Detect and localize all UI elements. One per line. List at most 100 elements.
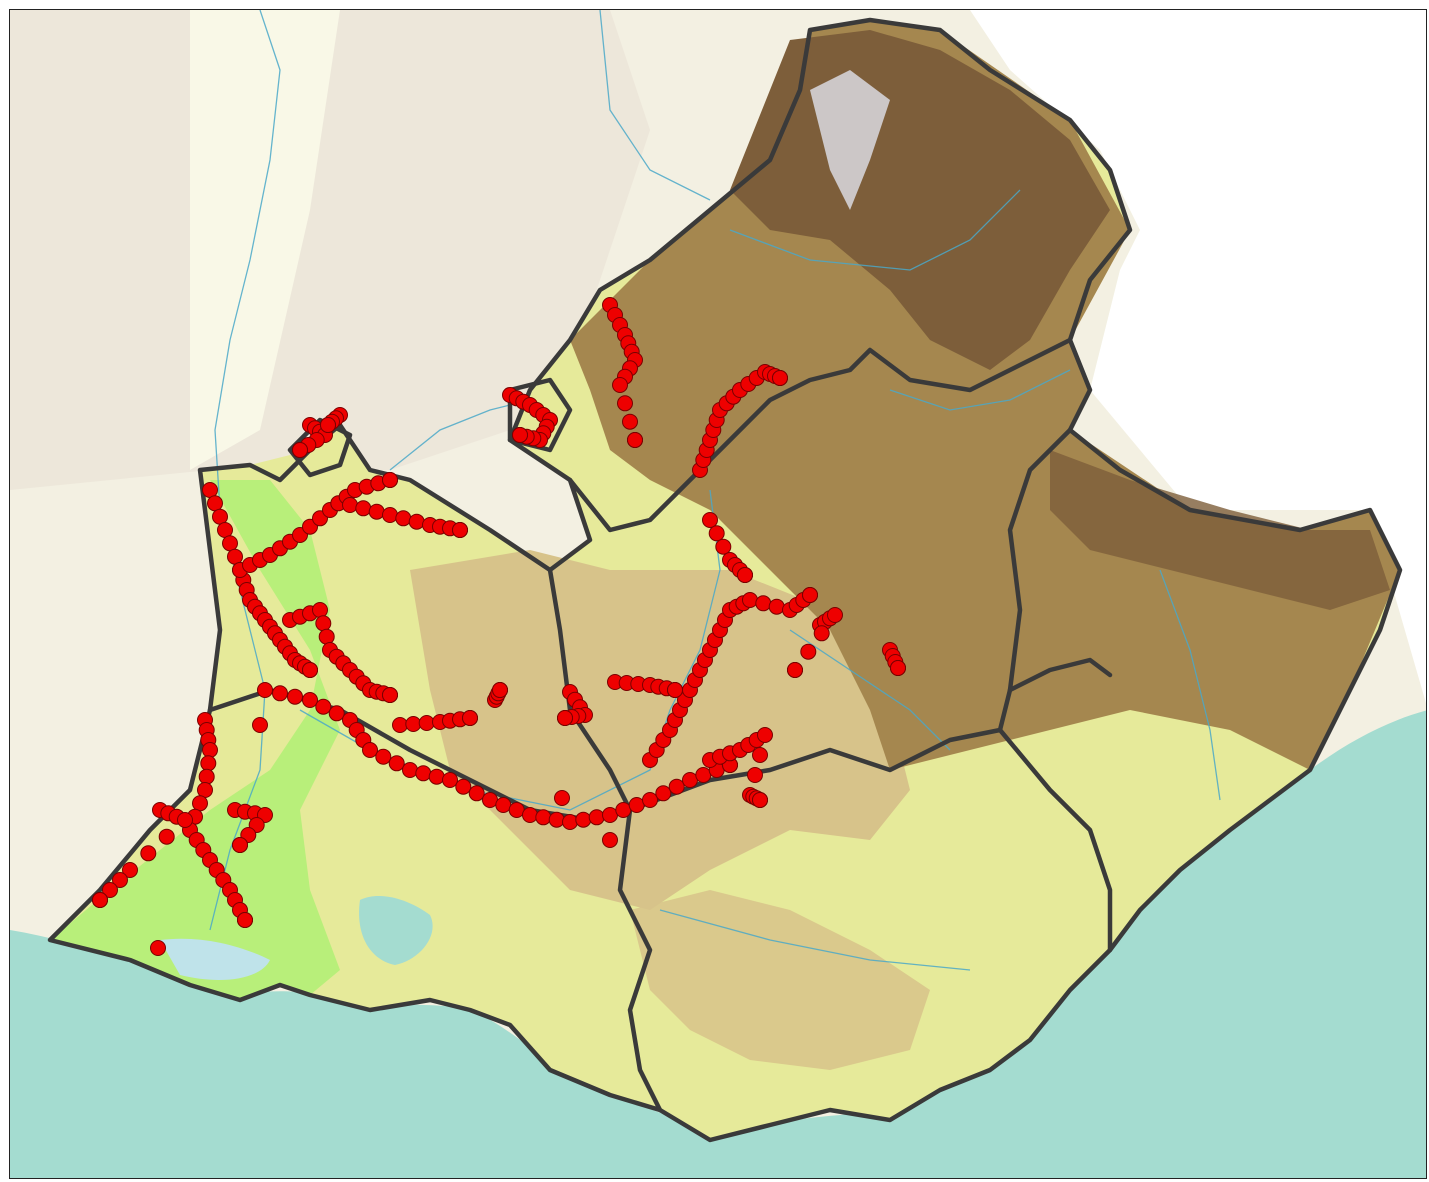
occurrence-point[interactable]: [827, 607, 843, 623]
occurrence-point[interactable]: [752, 747, 768, 763]
occurrence-point[interactable]: [575, 811, 592, 828]
occurrence-point[interactable]: [122, 862, 138, 878]
occurrence-point[interactable]: [452, 522, 468, 538]
occurrence-point[interactable]: [622, 413, 638, 430]
occurrence-point[interactable]: [602, 832, 618, 848]
occurrence-point[interactable]: [752, 792, 768, 808]
occurrence-point[interactable]: [202, 482, 218, 498]
occurrence-point[interactable]: [318, 628, 335, 645]
occurrence-point[interactable]: [200, 755, 217, 772]
occurrence-point[interactable]: [92, 892, 108, 908]
occurrence-point[interactable]: [455, 778, 472, 795]
occurrence-point[interactable]: [150, 940, 166, 956]
occurrence-point[interactable]: [272, 685, 288, 702]
occurrence-point[interactable]: [890, 660, 906, 676]
occurrence-point[interactable]: [612, 377, 628, 393]
occurrence-point[interactable]: [315, 615, 332, 632]
occurrence-point[interactable]: [402, 762, 418, 778]
occurrence-point[interactable]: [737, 567, 753, 583]
occurrence-point[interactable]: [418, 715, 435, 731]
occurrence-point[interactable]: [602, 807, 618, 823]
occurrence-point[interactable]: [192, 795, 208, 812]
occurrence-point[interactable]: [158, 828, 175, 845]
occurrence-point[interactable]: [405, 716, 422, 732]
occurrence-point[interactable]: [742, 592, 758, 608]
occurrence-point[interactable]: [492, 682, 508, 698]
occurrence-point[interactable]: [468, 785, 485, 802]
occurrence-point[interactable]: [292, 442, 308, 458]
occurrence-point[interactable]: [772, 370, 788, 386]
occurrence-point[interactable]: [328, 705, 345, 722]
occurrence-point[interactable]: [702, 512, 718, 528]
occurrence-point[interactable]: [252, 717, 268, 733]
occurrence-point[interactable]: [482, 792, 498, 808]
occurrence-point[interactable]: [368, 503, 385, 520]
occurrence-point[interactable]: [768, 598, 785, 615]
occurrence-point[interactable]: [588, 809, 605, 826]
map-frame[interactable]: [9, 9, 1427, 1179]
occurrence-point[interactable]: [392, 717, 408, 733]
occurrence-point[interactable]: [232, 837, 248, 853]
occurrence-point[interactable]: [217, 522, 233, 538]
occurrence-point[interactable]: [512, 427, 528, 443]
occurrence-point[interactable]: [222, 535, 238, 552]
occurrence-point[interactable]: [642, 792, 658, 808]
occurrence-point[interactable]: [554, 790, 570, 806]
occurrence-point[interactable]: [362, 742, 378, 758]
occurrence-point[interactable]: [237, 912, 253, 928]
occurrence-point[interactable]: [813, 625, 830, 642]
occurrence-point[interactable]: [562, 814, 578, 830]
occurrence-point[interactable]: [140, 845, 157, 862]
occurrence-point[interactable]: [382, 687, 398, 703]
occurrence-point[interactable]: [802, 587, 818, 603]
occurrence-point[interactable]: [495, 797, 512, 813]
occurrence-point[interactable]: [757, 727, 773, 743]
occurrence-point[interactable]: [302, 662, 318, 678]
occurrence-point[interactable]: [535, 809, 552, 826]
occurrence-point[interactable]: [655, 785, 672, 802]
relief-map[interactable]: [10, 10, 1427, 1179]
occurrence-point[interactable]: [408, 513, 425, 530]
occurrence-point[interactable]: [667, 682, 683, 698]
occurrence-point[interactable]: [415, 765, 432, 782]
occurrence-point[interactable]: [715, 538, 732, 555]
occurrence-point[interactable]: [428, 768, 445, 785]
occurrence-point[interactable]: [375, 748, 392, 765]
occurrence-point[interactable]: [548, 811, 565, 828]
occurrence-point[interactable]: [695, 767, 712, 783]
occurrence-point[interactable]: [668, 778, 685, 795]
occurrence-point[interactable]: [342, 497, 358, 513]
occurrence-point[interactable]: [522, 807, 538, 823]
occurrence-point[interactable]: [302, 692, 318, 708]
occurrence-point[interactable]: [508, 802, 525, 818]
occurrence-point[interactable]: [800, 643, 817, 660]
occurrence-point[interactable]: [197, 782, 213, 798]
occurrence-point[interactable]: [207, 495, 223, 512]
occurrence-point[interactable]: [198, 768, 215, 785]
occurrence-point[interactable]: [628, 797, 645, 813]
occurrence-point[interactable]: [787, 662, 803, 678]
occurrence-points[interactable]: [92, 297, 906, 956]
occurrence-point[interactable]: [315, 698, 332, 715]
occurrence-point[interactable]: [177, 812, 193, 828]
occurrence-point[interactable]: [388, 755, 405, 772]
occurrence-point[interactable]: [257, 682, 273, 698]
occurrence-point[interactable]: [112, 872, 128, 888]
occurrence-point[interactable]: [102, 882, 118, 898]
occurrence-point[interactable]: [747, 767, 763, 783]
occurrence-point[interactable]: [682, 772, 698, 788]
occurrence-point[interactable]: [212, 508, 228, 525]
occurrence-point[interactable]: [355, 500, 372, 517]
occurrence-point[interactable]: [287, 688, 303, 705]
occurrence-point[interactable]: [382, 472, 398, 488]
occurrence-point[interactable]: [395, 510, 412, 527]
occurrence-point[interactable]: [462, 710, 478, 726]
occurrence-point[interactable]: [627, 432, 643, 448]
occurrence-point[interactable]: [617, 395, 633, 412]
occurrence-point[interactable]: [227, 548, 243, 565]
occurrence-point[interactable]: [382, 507, 398, 523]
occurrence-point[interactable]: [320, 417, 336, 433]
occurrence-point[interactable]: [312, 602, 328, 618]
occurrence-point[interactable]: [615, 802, 632, 818]
occurrence-point[interactable]: [557, 710, 573, 726]
